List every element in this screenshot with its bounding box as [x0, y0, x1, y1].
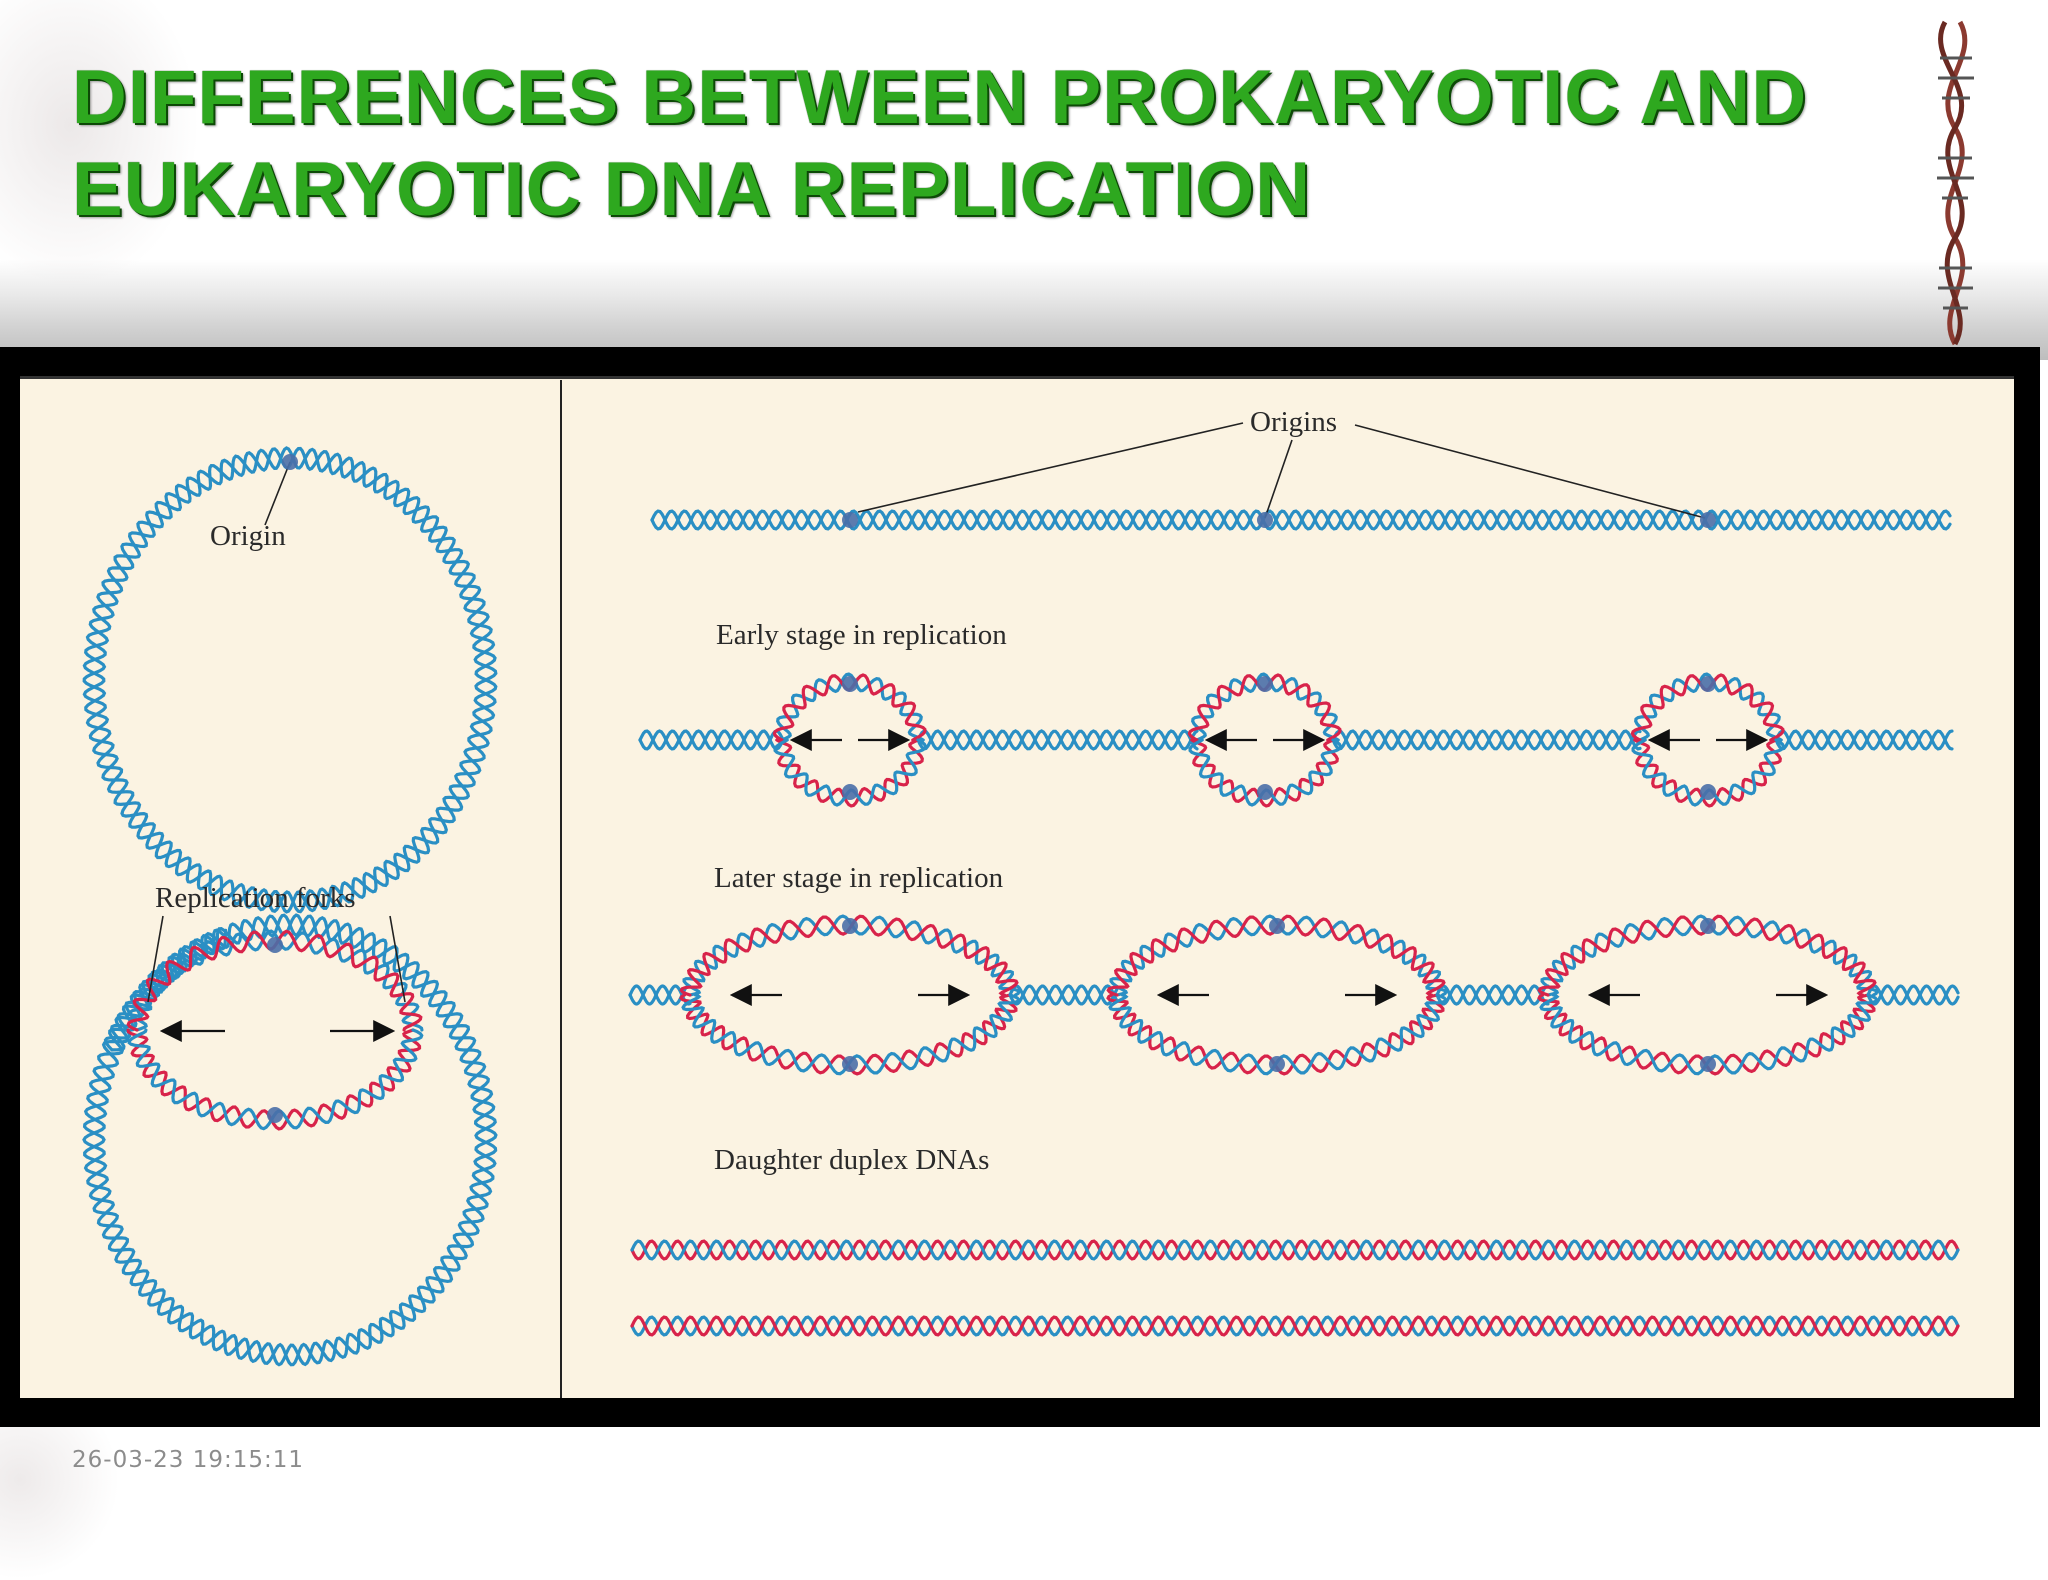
origin-marker: [267, 937, 283, 953]
replicating-chromosome-strand: [82, 913, 498, 1367]
early-bubble-top-strand: [1634, 672, 1783, 742]
later-linker-strand: [1866, 984, 1960, 1006]
origin-marker: [842, 676, 858, 692]
early-linker-strand: [916, 729, 1199, 751]
fork-direction-arrows: [159, 729, 1829, 1042]
early-linker-strand: [638, 729, 784, 751]
origin-marker: [1700, 512, 1716, 528]
early-bubble-bottom-strand: [1190, 738, 1339, 808]
early-linker-strand: [916, 729, 1199, 751]
slide-header-background: [0, 0, 2048, 360]
replicating-chromosome-strand: [82, 913, 498, 1367]
origin-marker: [842, 784, 858, 800]
linear-chromosome-strand: [650, 509, 1952, 531]
origin-marker: [1700, 676, 1716, 692]
origin-marker: [1257, 676, 1273, 692]
origin-marker: [1269, 1056, 1285, 1072]
origin-marker: [1700, 784, 1716, 800]
daughter-duplex-strand: [630, 1315, 1960, 1337]
circular-chromosome-strand: [82, 446, 498, 914]
origin-marker: [1257, 784, 1273, 800]
replication-diagram: [82, 380, 1960, 1398]
origin-marker: [842, 1056, 858, 1072]
origins-label: Origins: [1250, 406, 1337, 438]
early-bubble-top-strand: [776, 672, 925, 742]
early-linker-strand: [638, 729, 784, 751]
origin-markers: [267, 454, 1716, 1123]
early-bubble-top-strand: [1191, 672, 1340, 742]
early-linker-strand: [1774, 729, 1954, 751]
replication-forks-label: Replication forks: [155, 882, 356, 914]
circular-chromosome-strand: [82, 446, 497, 914]
linear-chromosome-strand: [650, 509, 1952, 531]
origin-marker: [1269, 918, 1285, 934]
later-linker-strand: [1866, 984, 1960, 1006]
later-stage-label: Later stage in replication: [714, 862, 1004, 894]
later-linker-strand: [1435, 984, 1550, 1006]
later-linker-strand: [1008, 984, 1119, 1006]
early-bubble-bottom-strand: [775, 738, 924, 808]
figure-top-rule: [20, 376, 2014, 379]
daughter-duplex-strand: [630, 1239, 1960, 1261]
origin-label: Origin: [210, 520, 286, 552]
later-linker-strand: [1435, 984, 1550, 1006]
dna-helices: [82, 446, 1960, 1367]
slide-title: DIFFERENCES BETWEEN PROKARYOTIC AND EUKA…: [72, 55, 1808, 232]
later-linker-strand: [1008, 984, 1119, 1006]
origin-marker: [1700, 1056, 1716, 1072]
dna-helix-icon: [1937, 20, 1974, 346]
origin-marker: [842, 512, 858, 528]
daughter-duplex-label: Daughter duplex DNAs: [714, 1144, 990, 1176]
early-stage-label: Early stage in replication: [716, 619, 1007, 651]
early-linker-strand: [1774, 729, 1954, 751]
origin-marker: [282, 454, 298, 470]
origin-marker: [267, 1107, 283, 1123]
slide-timestamp: 26-03-23 19:15:11: [72, 1447, 305, 1473]
origin-marker: [1700, 918, 1716, 934]
leader-lines: [147, 422, 1706, 1003]
origin-marker: [1257, 512, 1273, 528]
early-linker-strand: [1331, 729, 1642, 751]
early-bubble-bottom-strand: [1633, 738, 1782, 808]
origin-marker: [842, 918, 858, 934]
